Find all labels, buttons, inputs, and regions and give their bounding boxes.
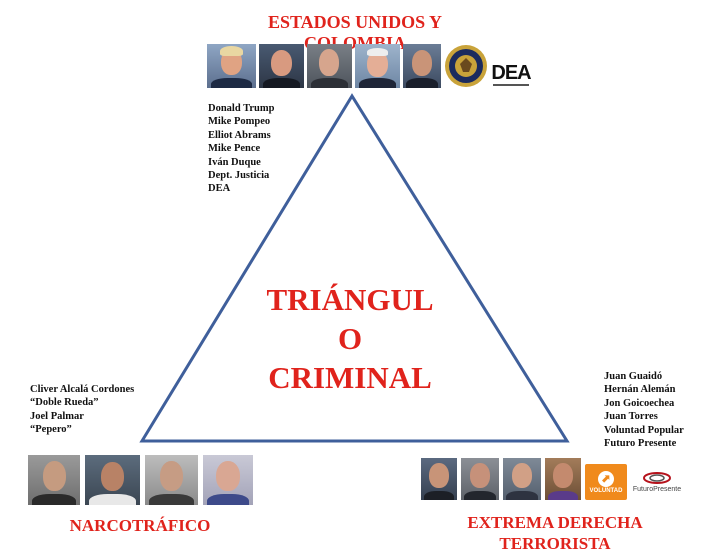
portrait-photo — [207, 44, 256, 88]
portrait-photo — [145, 455, 198, 505]
portrait-photo — [355, 44, 400, 88]
triangle-title: TRIÁNGUL O CRIMINAL — [250, 280, 450, 397]
dea-logo-underline — [493, 83, 529, 86]
list-item: Futuro Presente — [604, 438, 677, 450]
futuro-presente-logo: FuturoPresente — [631, 464, 683, 500]
voluntad-popular-logo: ⬈ VOLUNTAD — [585, 464, 627, 500]
top-photo-row: DEA — [207, 44, 532, 88]
list-item: Juan Guaidó — [604, 371, 663, 382]
list-item: Dept. Justicia — [208, 170, 270, 182]
list-item: Mike Pompeo — [208, 116, 271, 128]
portrait-photo — [28, 455, 80, 505]
title-line: TRIÁNGUL — [266, 282, 434, 317]
right-names-list: Juan Guaidó Hernán Alemán Jon Goicoechea… — [604, 370, 684, 450]
list-item: Cliver Alcalá Cordones — [30, 384, 135, 395]
title-line: CRIMINAL — [268, 360, 432, 395]
portrait-photo — [403, 44, 441, 88]
list-item: Iván Duque — [208, 156, 261, 168]
list-item: Juan Torres — [604, 411, 658, 423]
portrait-photo — [461, 458, 499, 500]
left-photo-row — [28, 455, 253, 505]
fp-logo-text: FuturoPresente — [632, 486, 682, 493]
triangle-outline — [139, 93, 570, 443]
list-item: DEA — [208, 183, 231, 195]
portrait-photo — [503, 458, 541, 500]
portrait-photo — [259, 44, 304, 88]
list-item: Mike Pence — [208, 143, 261, 155]
list-item: Hernán Alemán — [604, 384, 676, 396]
portrait-photo — [85, 455, 140, 505]
portrait-photo — [203, 455, 253, 505]
list-item: Voluntad Popular — [604, 424, 684, 436]
list-item: “Doble Rueda” — [30, 397, 99, 409]
title-line: O — [337, 321, 363, 356]
left-heading: NARCOTRÁFICO — [69, 516, 211, 535]
right-heading: EXTREMA DERECHA TERRORISTA — [467, 513, 643, 553]
portrait-photo — [545, 458, 581, 500]
right-photo-row: ⬈ VOLUNTAD FuturoPresente — [421, 458, 683, 500]
vp-badge-icon: ⬈ — [598, 470, 614, 487]
list-item: Jon Goicoechea — [604, 397, 675, 409]
left-names-list: Cliver Alcalá Cordones “Doble Rueda” Joe… — [30, 383, 134, 437]
dept-justice-seal-icon — [445, 45, 487, 87]
portrait-photo — [421, 458, 457, 500]
dea-logo-text: DEA — [491, 61, 531, 84]
list-item: Joel Palmar — [30, 410, 84, 422]
list-item: Elliot Abrams — [208, 129, 271, 141]
dea-logo: DEA — [491, 60, 532, 88]
vp-logo-text: VOLUNTAD — [589, 487, 623, 494]
list-item: Donald Trump — [208, 103, 275, 114]
list-item: “Pepero” — [30, 424, 72, 436]
fp-swirl-icon — [643, 472, 671, 484]
portrait-photo — [307, 44, 352, 88]
top-names-list: Donald Trump Mike Pompeo Elliot Abrams M… — [208, 102, 274, 196]
